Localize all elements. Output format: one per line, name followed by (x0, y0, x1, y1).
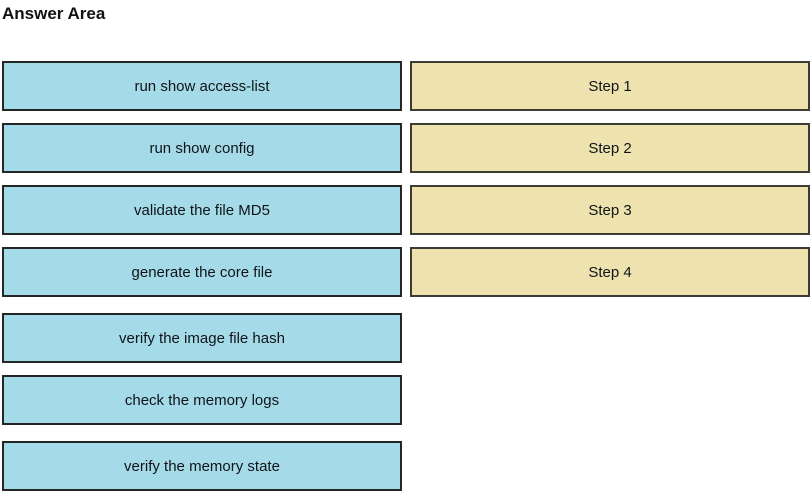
row-4: generate the core file Step 4 (2, 247, 812, 297)
drag-item-verify-the-memory-state[interactable]: verify the memory state (2, 441, 402, 491)
row-5: verify the image file hash (2, 313, 812, 363)
drag-drop-board: run show access-list Step 1 run show con… (0, 61, 812, 491)
drop-target-step-2[interactable]: Step 2 (410, 123, 810, 173)
drop-target-step-4[interactable]: Step 4 (410, 247, 810, 297)
drag-item-validate-the-file-md5[interactable]: validate the file MD5 (2, 185, 402, 235)
row-3: validate the file MD5 Step 3 (2, 185, 812, 235)
drag-item-run-show-config[interactable]: run show config (2, 123, 402, 173)
drop-target-step-3[interactable]: Step 3 (410, 185, 810, 235)
drag-item-run-show-access-list[interactable]: run show access-list (2, 61, 402, 111)
drop-target-step-1[interactable]: Step 1 (410, 61, 810, 111)
row-1: run show access-list Step 1 (2, 61, 812, 111)
drag-item-generate-the-core-file[interactable]: generate the core file (2, 247, 402, 297)
drag-item-check-the-memory-logs[interactable]: check the memory logs (2, 375, 402, 425)
row-2: run show config Step 2 (2, 123, 812, 173)
answer-area-title: Answer Area (2, 4, 106, 23)
row-7: verify the memory state (2, 441, 812, 491)
drag-item-verify-the-image-file-hash[interactable]: verify the image file hash (2, 313, 402, 363)
row-6: check the memory logs (2, 375, 812, 425)
